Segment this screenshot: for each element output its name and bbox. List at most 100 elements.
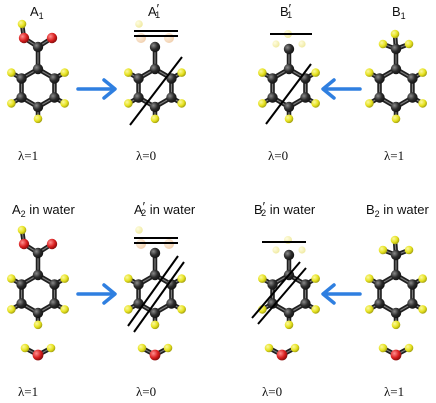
carbon-atom (390, 249, 402, 261)
oxygen-atom (276, 349, 288, 361)
hydrogen-atom (124, 305, 133, 314)
carbon-atom (374, 298, 385, 309)
carbon-atom (390, 63, 402, 75)
annihilation-slash (251, 261, 301, 319)
carbon-atom (374, 73, 385, 84)
carbon-atom (267, 279, 278, 290)
hydrogen-atom (150, 320, 160, 330)
benzoic-acid-molecule (124, 226, 186, 333)
hydrogen-atom (418, 274, 427, 283)
ghost-hydrogen-atom (272, 40, 280, 48)
lambda-b1-prime: λ=0 (268, 148, 288, 163)
hydrogen-atom (258, 274, 267, 283)
hydrogen-atom (284, 114, 294, 124)
carbon-atom (49, 73, 60, 84)
oxygen-atom (46, 238, 58, 250)
toluene-molecule (365, 29, 427, 124)
annihilation-slash (257, 267, 307, 325)
carbon-atom (390, 101, 402, 113)
carbon-atom (149, 307, 161, 319)
water-molecule (137, 343, 173, 361)
carbon-atom (166, 92, 177, 103)
carbon-atom (283, 249, 295, 261)
hydrogen-atom (60, 305, 69, 314)
carbon-atom (390, 269, 402, 281)
carbon-atom (283, 307, 295, 319)
carbon-atom (16, 73, 27, 84)
ghost-hydrogen-atom (272, 246, 280, 254)
hydrogen-atom (177, 274, 186, 283)
lambda-a2-prime: λ=0 (136, 384, 156, 399)
hydrogen-atom (33, 114, 43, 124)
hydrogen-atom (404, 245, 414, 255)
hydrogen-atom (177, 305, 186, 314)
hydrogen-atom (365, 99, 374, 108)
carbon-atom (300, 298, 311, 309)
carbon-atom (390, 307, 402, 319)
toluene-molecule (258, 30, 320, 125)
hydrogen-atom (124, 99, 133, 108)
oxygen-atom (149, 349, 161, 361)
hydrogen-atom (365, 68, 374, 77)
lambda-a1: λ=1 (18, 148, 38, 163)
hydrogen-atom (163, 343, 173, 353)
hydrogen-atom (311, 99, 320, 108)
oxygen-atom (390, 349, 402, 361)
lambda-b2: λ=1 (384, 384, 404, 399)
carbon-atom (407, 279, 418, 290)
carbon-atom (16, 298, 27, 309)
carbon-atom (149, 247, 161, 259)
hydrogen-atom (60, 274, 69, 283)
hydrogen-atom (150, 114, 160, 124)
hydrogen-atom (17, 225, 27, 235)
label-a2-in-water: A2 in water (12, 202, 75, 219)
hydrogen-atom (124, 68, 133, 77)
carbon-atom (166, 73, 177, 84)
label-a2-prime-in-water: A′2 in water (134, 199, 196, 218)
ghost-oxygen-atom (164, 33, 174, 43)
label-b2-prime-in-water: B′2 in water (254, 199, 316, 218)
toluene-molecule (365, 235, 427, 330)
carbon-atom (300, 92, 311, 103)
hydrogen-atom (60, 68, 69, 77)
carbon-atom (267, 92, 278, 103)
benzoic-acid-molecule (7, 225, 69, 330)
hydrogen-atom (124, 274, 133, 283)
hydrogen-atom (404, 39, 414, 49)
hydrogen-atom (258, 99, 267, 108)
carbon-atom (49, 298, 60, 309)
ghost-hydrogen-atom (135, 226, 143, 234)
hydrogen-atom (264, 343, 274, 353)
hydrogen-atom (284, 320, 294, 330)
hydrogen-atom (290, 343, 300, 353)
carbon-atom (374, 279, 385, 290)
toluene-molecule (251, 236, 320, 330)
hydrogen-atom (311, 274, 320, 283)
hydrogen-atom (258, 68, 267, 77)
arrow-left-bottom (321, 283, 362, 305)
carbon-atom (283, 101, 295, 113)
hydrogen-atom (20, 343, 30, 353)
hydrogen-atom (311, 305, 320, 314)
hydrogen-atom (7, 99, 16, 108)
hydrogen-atom (33, 320, 43, 330)
hydrogen-atom (378, 245, 388, 255)
hydrogen-atom (391, 320, 401, 330)
carbon-atom (32, 63, 44, 75)
carbon-atom (300, 279, 311, 290)
hydrogen-atom (378, 343, 388, 353)
ghost-oxygen-atom (136, 33, 146, 43)
label-a1-prime: A′1 (148, 1, 160, 20)
arrow-right-bottom (76, 283, 117, 305)
carbon-atom (133, 92, 144, 103)
hydrogen-atom (391, 114, 401, 124)
carbon-atom (407, 73, 418, 84)
carbon-atom (32, 247, 44, 259)
water-molecule (378, 343, 414, 361)
benzoic-acid-molecule (124, 20, 186, 126)
carbon-atom (283, 43, 295, 55)
oxygen-atom (46, 32, 58, 44)
hydrogen-atom (365, 305, 374, 314)
carbon-atom (32, 307, 44, 319)
carbon-atom (149, 41, 161, 53)
